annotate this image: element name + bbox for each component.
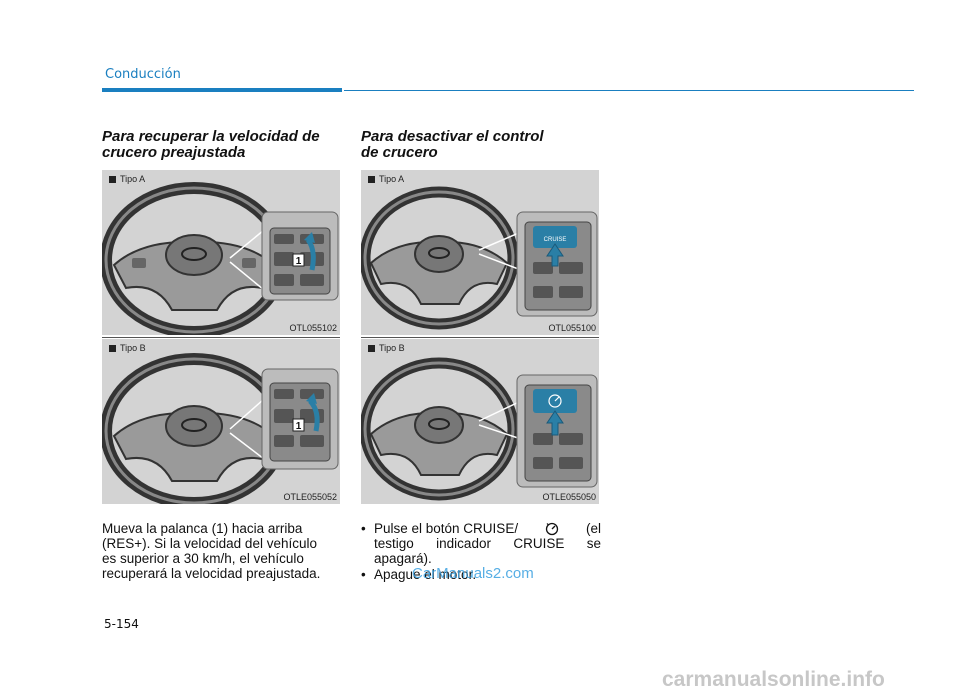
header-rule-thick (102, 88, 342, 92)
left-paragraph: Mueva la palanca (1) hacia arriba (RES+)… (102, 521, 340, 581)
figure-code: OTLE055050 (542, 492, 596, 502)
steering-wheel-illustration: 1 (102, 182, 339, 335)
right-figure-b: Tipo B OTLE055050 (361, 339, 599, 504)
paragraph-line: (RES+). Si la velocidad del vehículo (102, 536, 317, 551)
left-heading-line2: crucero preajustada (102, 144, 246, 161)
callout-number: 1 (296, 421, 302, 432)
bullet-text: Pulse el botón CRUISE/ (374, 521, 519, 536)
section-title: Conducción (105, 67, 181, 82)
bullet-text: apagará). (374, 551, 432, 566)
type-label: Tipo A (109, 174, 145, 184)
bullet-dot: • (361, 567, 366, 582)
right-figure-a: CRUISE Tipo A OTL055100 (361, 170, 599, 335)
right-heading-line1: Para desactivar el control (361, 128, 544, 145)
figure-code: OTLE055052 (283, 492, 337, 502)
bullet-line: testigo indicador CRUISE se (374, 536, 601, 551)
callout-number: 1 (296, 256, 302, 267)
paragraph-line: recuperará la velocidad preajustada. (102, 566, 321, 581)
bullet-dot: • (361, 521, 366, 536)
steering-wheel-illustration: CRUISE (361, 186, 598, 330)
left-heading: Para recuperar la velocidad de crucero p… (102, 129, 342, 161)
figure-code: OTL055100 (548, 323, 596, 333)
type-label: Tipo B (109, 343, 146, 353)
type-label: Tipo A (368, 174, 404, 184)
watermark-overlay: CarManuals2.com (412, 565, 534, 582)
type-label: Tipo B (368, 343, 405, 353)
steering-wheel-illustration: 1 (102, 353, 339, 504)
bullet-text: Apague el motor. (374, 567, 477, 582)
steering-wheel-illustration (361, 357, 598, 501)
watermark-bottom: carmanualsonline.info (662, 668, 885, 691)
page-number: 5-154 (104, 617, 139, 631)
bullet-text: testigo indicador CRUISE se (374, 536, 601, 551)
cruise-speedometer-icon (545, 522, 559, 535)
bullet-text: (el (585, 521, 601, 536)
paragraph-line: Mueva la palanca (1) hacia arriba (102, 521, 303, 536)
figure-divider (102, 337, 340, 338)
left-figure-b: 1 Tipo B OTLE055052 (102, 339, 340, 504)
left-heading-line1: Para recuperar la velocidad de (102, 128, 320, 145)
paragraph-line: es superior a 30 km/h, el vehículo (102, 551, 304, 566)
right-heading: Para desactivar el control de crucero (361, 129, 601, 161)
figure-divider (361, 337, 599, 338)
figure-code: OTL055102 (289, 323, 337, 333)
cruise-button-label: CRUISE (544, 237, 567, 243)
left-figure-a: 1 Tipo A OTL055102 (102, 170, 340, 335)
right-heading-line2: de crucero (361, 144, 438, 161)
header-rule-thin (344, 90, 914, 91)
